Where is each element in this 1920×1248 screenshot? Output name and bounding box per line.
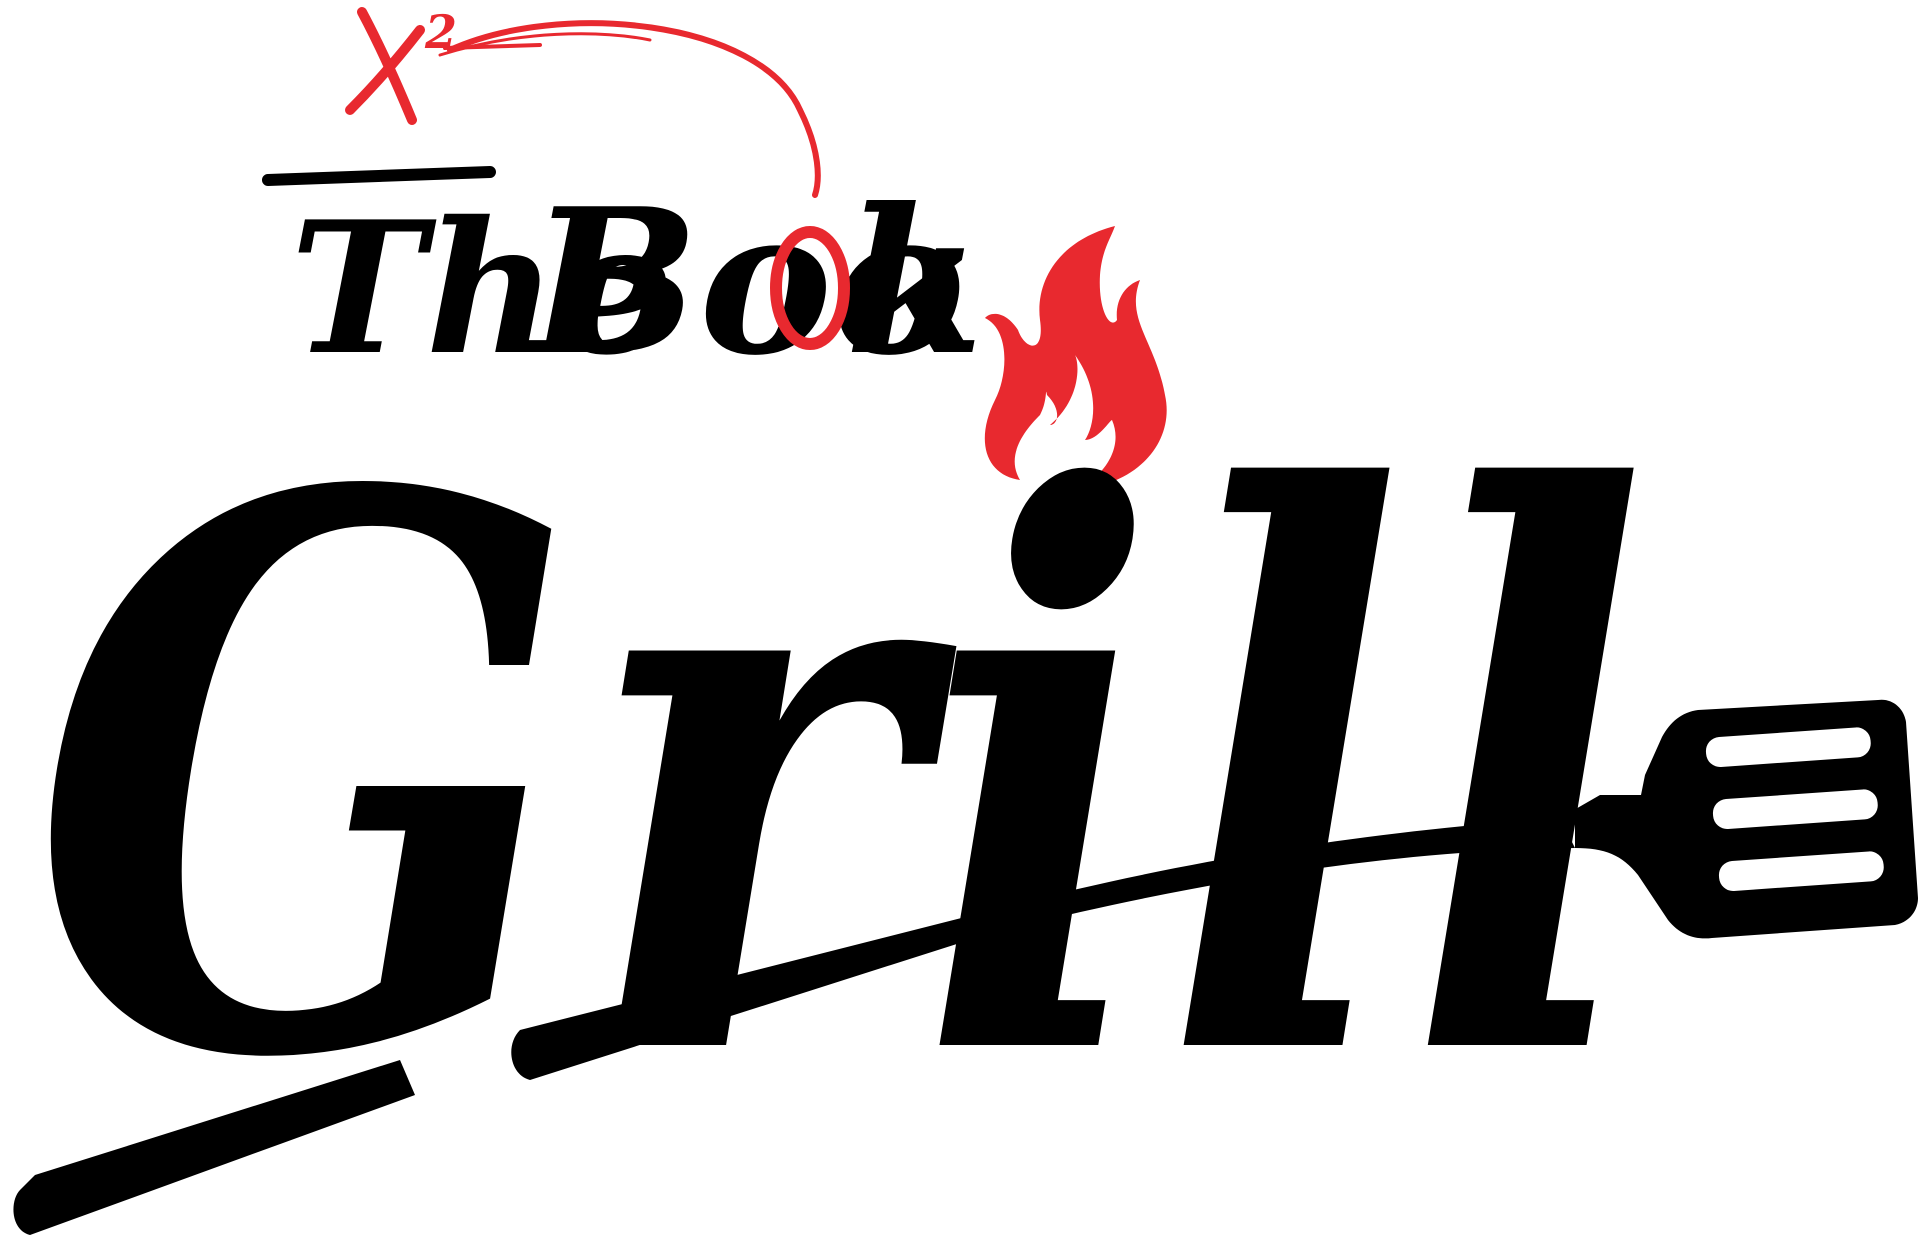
mark-x: 2 [345, 5, 457, 125]
line1-word2-start: Boo [525, 165, 966, 400]
arc-swoosh [438, 20, 821, 198]
mark-superscript: 2 [424, 5, 457, 59]
spatula-slot-2 [1712, 789, 1878, 829]
spatula-slot-3 [1718, 851, 1884, 891]
spatula-slot-1 [1705, 727, 1871, 767]
spatula-icon [13, 699, 1918, 1235]
line2-grill: Grill [30, 332, 1650, 1225]
line1-word2-end: k [845, 165, 984, 400]
line1-word1: The [290, 181, 674, 395]
the-top-stroke [262, 166, 496, 186]
flame-icon [984, 226, 1167, 490]
red-o-accent [770, 226, 850, 350]
